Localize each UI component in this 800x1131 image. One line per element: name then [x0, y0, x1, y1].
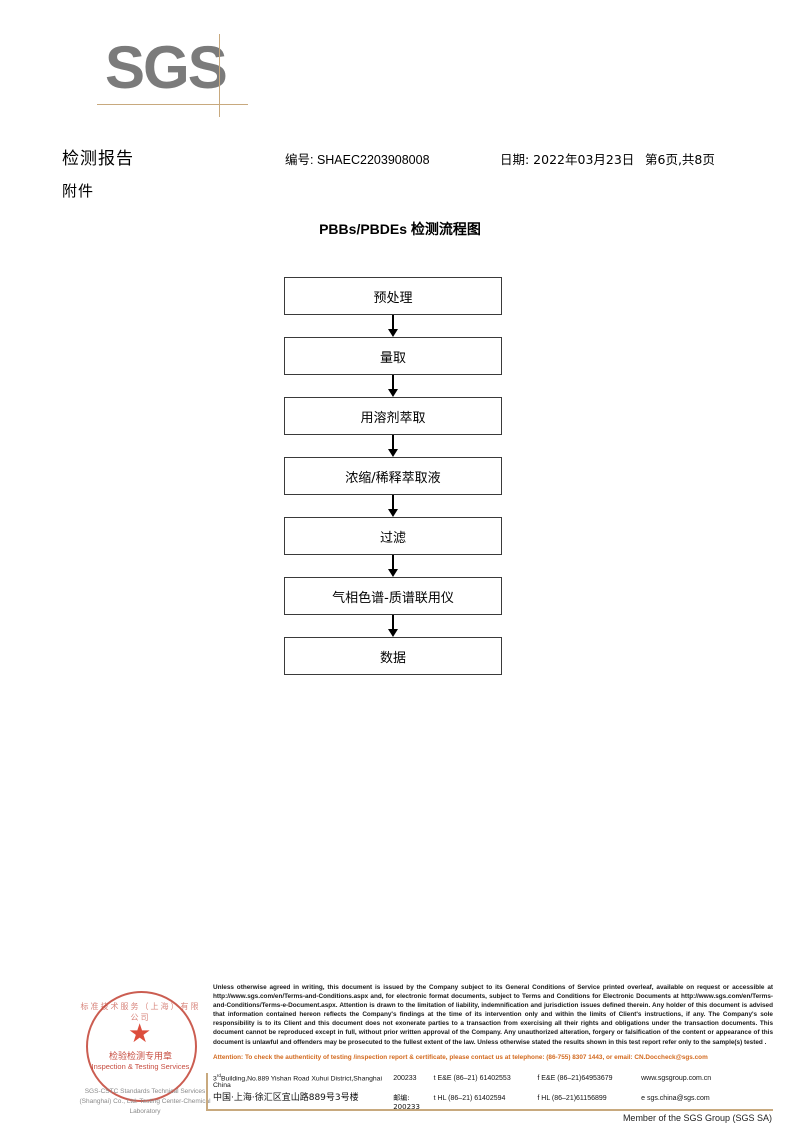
flow-node: 过滤 [284, 517, 502, 555]
postal-code-en: 200233 [393, 1075, 417, 1083]
arrow-head [388, 629, 398, 637]
arrow-shaft [392, 315, 394, 331]
group-membership-note: Member of the SGS Group (SGS SA) [622, 1113, 772, 1123]
legal-disclaimer: Unless otherwise agreed in writing, this… [213, 984, 773, 1046]
stamp-ring [86, 991, 197, 1102]
flow-arrow-icon [284, 375, 502, 397]
flowchart-title: PBBs/PBDEs 检测流程图 [319, 221, 481, 237]
flowchart: 预处理 量取 用溶剂萃取 浓缩/稀释萃取液 过滤 气相色谱-质谱联用仪 数据 [284, 277, 504, 675]
star-icon: ★ [128, 1018, 152, 1048]
stamp-company-name: SGS-CSTC Standards Technical Services (S… [79, 1088, 211, 1115]
email-link[interactable]: e sgs.china@sgs.com [641, 1095, 710, 1102]
flow-arrow-icon [284, 315, 502, 337]
inspection-stamp: 标准技术服务（上海）有限公司 ★ 检验检测专用章 Inspection & Te… [78, 987, 211, 1115]
report-number: 编号: SHAEC2203908008 [285, 153, 430, 167]
stamp-arc-text: 标准技术服务（上海）有限公司 [80, 1002, 201, 1022]
page-indicator: 第6页,共8页 [645, 152, 715, 167]
arrow-head [388, 389, 398, 397]
flow-node-label: 气相色谱-质谱联用仪 [332, 590, 454, 606]
flow-node: 用溶剂萃取 [284, 397, 502, 435]
sgs-logo: SGS [105, 34, 228, 101]
address-english-text: Building,No.889 Yishan Road Xuhui Distri… [213, 1075, 382, 1090]
fax-hl: f HL (86–21)61156899 [537, 1095, 607, 1102]
address-english: 3rdBuilding,No.889 Yishan Road Xuhui Dis… [213, 1074, 382, 1090]
arrow-shaft [392, 615, 394, 631]
arrow-shaft [392, 435, 394, 451]
flow-arrow-icon [284, 615, 502, 637]
flow-node: 气相色谱-质谱联用仪 [284, 577, 502, 615]
arrow-head [388, 329, 398, 337]
document-footer: 标准技术服务（上海）有限公司 ★ 检验检测专用章 Inspection & Te… [0, 975, 800, 1131]
page-subtitle: 附件 [62, 182, 95, 200]
address-ordinal-suffix: rd [216, 1074, 222, 1079]
flow-node-label: 量取 [379, 350, 406, 366]
report-date: 日期: 2022年03月23日 [500, 152, 635, 167]
arrow-shaft [392, 555, 394, 571]
address-horizontal-rule [206, 1109, 773, 1111]
flow-arrow-icon [284, 435, 502, 457]
arrow-head [388, 449, 398, 457]
arrow-head [388, 509, 398, 517]
address-row-cn: 中国·上海·徐汇区宜山路889号3号楼 邮编: 200233 t HL (86–… [213, 1090, 773, 1111]
flow-node: 浓缩/稀释萃取液 [284, 457, 502, 495]
flow-node-label: 浓缩/稀释萃取液 [345, 470, 441, 486]
flow-node-label: 用溶剂萃取 [360, 410, 426, 426]
address-row-en: 3rdBuilding,No.889 Yishan Road Xuhui Dis… [213, 1074, 773, 1090]
attention-notice: Attention: To check the authenticity of … [213, 1054, 708, 1061]
logo-vertical-tick [219, 34, 220, 117]
telephone-ee: t E&E (86–21) 61402553 [433, 1075, 511, 1083]
address-vertical-divider [206, 1073, 208, 1111]
arrow-shaft [392, 375, 394, 391]
website-link[interactable]: www.sgsgroup.com.cn [641, 1075, 712, 1083]
telephone-hl: t HL (86–21) 61402594 [433, 1095, 506, 1102]
flow-node-label: 过滤 [379, 530, 406, 546]
flow-node: 预处理 [284, 277, 502, 315]
flow-node: 数据 [284, 637, 502, 675]
address-block: 3rdBuilding,No.889 Yishan Road Xuhui Dis… [213, 1074, 773, 1111]
document-header: SGS [0, 0, 800, 125]
flow-node-label: 预处理 [373, 290, 413, 306]
stamp-en-label: Inspection & Testing Services [91, 1062, 190, 1071]
page-title: 检测报告 [62, 149, 134, 169]
stamp-cn-label: 检验检测专用章 [108, 1052, 172, 1062]
flow-arrow-icon [284, 495, 502, 517]
flow-node: 量取 [284, 337, 502, 375]
address-chinese: 中国·上海·徐汇区宜山路889号3号楼 [213, 1093, 359, 1103]
arrow-shaft [392, 495, 394, 511]
flow-arrow-icon [284, 555, 502, 577]
arrow-head [388, 569, 398, 577]
fax-ee: f E&E (86–21)64953679 [537, 1075, 613, 1083]
logo-horizontal-rule [97, 104, 248, 105]
flow-node-label: 数据 [379, 650, 406, 666]
postal-code-cn: 邮编: 200233 [393, 1094, 420, 1111]
